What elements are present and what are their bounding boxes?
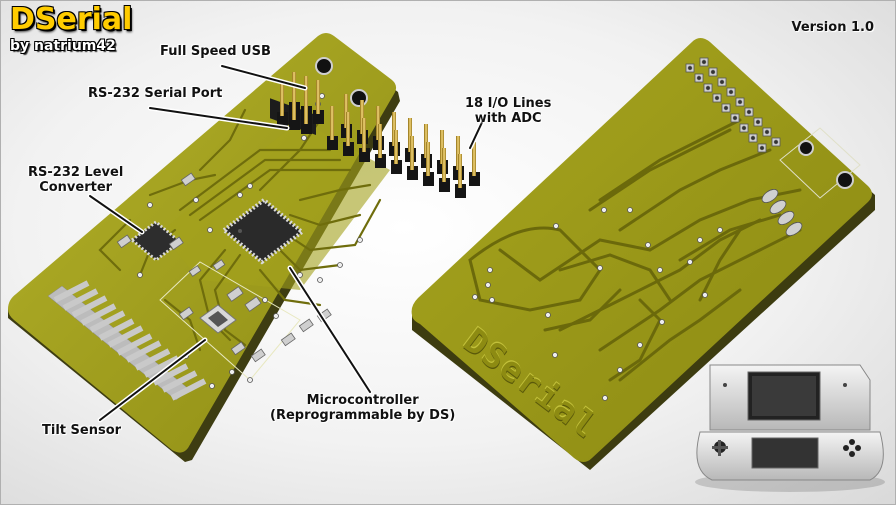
header-pin	[360, 100, 364, 134]
label-io-lines: 18 I/O Lines with ADC	[465, 96, 551, 126]
pad-hole	[719, 79, 725, 85]
header-pin	[394, 130, 398, 164]
pad-hole	[701, 59, 707, 65]
label-mcu-line2: (Reprogrammable by DS)	[270, 408, 456, 423]
header-pin	[280, 82, 284, 116]
author-byline: by natrium42	[10, 38, 116, 54]
header-base	[469, 172, 480, 186]
pad-hole	[732, 115, 738, 121]
pad-hole	[710, 69, 716, 75]
mounting-hole	[350, 89, 368, 107]
header-pin	[376, 106, 380, 140]
header-pin	[346, 112, 350, 146]
back-vias	[472, 207, 723, 401]
front-pcb	[8, 33, 480, 462]
label-microcontroller: Microcontroller (Reprogrammable by DS)	[270, 393, 455, 423]
mounting-hole	[315, 57, 333, 75]
header-pin	[392, 112, 396, 146]
label-tilt-sensor: Tilt Sensor	[42, 423, 122, 438]
header-pin	[472, 142, 476, 176]
header-pin	[456, 136, 460, 170]
label-io-line1: 18 I/O Lines	[465, 96, 552, 111]
header-base	[359, 148, 370, 162]
pad-hole	[764, 129, 770, 135]
pad-hole	[755, 119, 761, 125]
header-pads	[685, 57, 781, 153]
header-pin	[424, 124, 428, 158]
header-base	[439, 178, 450, 192]
header-pin	[304, 90, 308, 124]
header-pin	[362, 118, 366, 152]
microcontroller-chip	[220, 197, 306, 265]
header-pin	[426, 142, 430, 176]
header-base	[289, 116, 300, 130]
header-base	[375, 154, 386, 168]
header-pin	[378, 124, 382, 158]
label-level-line2: Converter	[39, 180, 113, 195]
header-base	[327, 136, 338, 150]
label-level-converter: RS-232 Level Converter	[28, 165, 123, 195]
pad-hole	[705, 85, 711, 91]
smd-components	[116, 172, 332, 363]
mounting-hole	[836, 171, 854, 189]
label-usb: Full Speed USB	[160, 44, 271, 59]
pad-hole	[714, 95, 720, 101]
pin-headers	[277, 72, 480, 198]
label-io-line2: with ADC	[474, 111, 542, 126]
pad-hole	[759, 145, 765, 151]
pad-hole	[773, 139, 779, 145]
app-title: DSerial	[10, 2, 133, 37]
header-pin	[442, 148, 446, 182]
pad-hole	[746, 109, 752, 115]
header-pin	[292, 86, 296, 120]
pad-hole	[696, 75, 702, 81]
pad-hole	[741, 125, 747, 131]
header-base	[277, 112, 288, 126]
header-base	[423, 172, 434, 186]
nintendo-ds-illustration	[695, 364, 885, 492]
back-pcb	[411, 38, 875, 470]
label-level-line1: RS-232 Level	[28, 165, 124, 180]
tilt-sensor-chip	[199, 304, 237, 334]
mounting-hole	[798, 140, 814, 156]
header-base	[301, 120, 312, 134]
label-serial-port: RS-232 Serial Port	[88, 86, 223, 101]
header-base	[391, 160, 402, 174]
pad-hole	[687, 65, 693, 71]
header-base	[343, 142, 354, 156]
pad-hole	[737, 99, 743, 105]
header-pin	[410, 136, 414, 170]
label-mcu-line1: Microcontroller	[306, 393, 419, 408]
header-pin	[330, 106, 334, 140]
pad-hole	[723, 105, 729, 111]
header-pin	[316, 80, 320, 114]
header-base	[407, 166, 418, 180]
header-base	[455, 184, 466, 198]
header-pin	[344, 94, 348, 128]
edge-fingers	[53, 280, 207, 401]
header-pin	[440, 130, 444, 164]
header-pin	[408, 118, 412, 152]
header-pin	[458, 154, 462, 188]
version-label: Version 1.0	[791, 20, 874, 35]
pad-hole	[728, 89, 734, 95]
usb-pads	[761, 189, 803, 236]
header-base	[313, 110, 324, 124]
pad-hole	[750, 135, 756, 141]
